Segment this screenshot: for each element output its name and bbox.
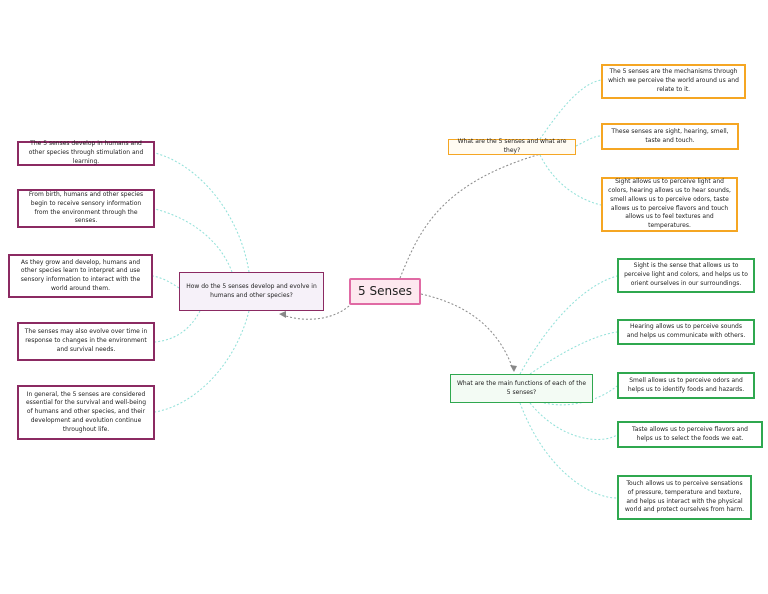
connector-develop-1 bbox=[154, 152, 250, 273]
connector-functions-3 bbox=[539, 385, 618, 406]
subtopic-develop-5[interactable]: In general, the 5 senses are considered … bbox=[17, 385, 155, 440]
subtopic-develop-4[interactable]: The senses may also evolve over time in … bbox=[17, 322, 155, 361]
topic-develop-evolve[interactable]: How do the 5 senses develop and evolve i… bbox=[179, 272, 324, 311]
connector-functions-2 bbox=[529, 331, 618, 375]
subtopic-functions-sight[interactable]: Sight is the sense that allows us to per… bbox=[617, 258, 755, 293]
subtopic-functions-smell[interactable]: Smell allows us to perceive odors and he… bbox=[617, 372, 755, 399]
connector-what-1 bbox=[539, 79, 602, 140]
subtopic-develop-3[interactable]: As they grow and develop, humans and oth… bbox=[8, 254, 153, 298]
connector-functions-4 bbox=[529, 402, 618, 440]
subtopic-functions-hearing[interactable]: Hearing allows us to perceive sounds and… bbox=[617, 319, 755, 345]
connector-central-functions bbox=[420, 293, 515, 373]
topic-what-are-senses[interactable]: What are the 5 senses and what are they? bbox=[448, 138, 576, 155]
connector-what-3 bbox=[539, 154, 602, 206]
arrow-head-develop bbox=[279, 311, 286, 318]
subtopic-develop-1[interactable]: The 5 senses develop in humans and other… bbox=[17, 140, 155, 166]
subtopic-functions-touch[interactable]: Touch allows us to perceive sensations o… bbox=[617, 475, 752, 520]
subtopic-what-1[interactable]: The 5 senses are the mechanisms through … bbox=[601, 64, 746, 99]
arrow-head-functions bbox=[510, 365, 517, 372]
topic-main-functions[interactable]: What are the main functions of each of t… bbox=[450, 374, 593, 403]
connector-develop-5 bbox=[154, 310, 250, 413]
connector-develop-4 bbox=[154, 310, 201, 343]
subtopic-functions-taste[interactable]: Taste allows us to perceive flavors and … bbox=[617, 421, 763, 448]
subtopic-what-3[interactable]: Sight allows us to perceive light and co… bbox=[601, 177, 738, 232]
subtopic-what-2[interactable]: These senses are sight, hearing, smell, … bbox=[601, 123, 739, 150]
connector-functions-5 bbox=[519, 402, 618, 499]
connector-develop-2 bbox=[154, 208, 233, 273]
connector-what-2 bbox=[575, 135, 602, 147]
connector-functions-1 bbox=[519, 275, 618, 375]
connector-central-develop bbox=[279, 305, 350, 320]
connector-develop-3 bbox=[152, 275, 180, 289]
central-topic[interactable]: 5 Senses bbox=[349, 278, 421, 305]
subtopic-develop-2[interactable]: From birth, humans and other species beg… bbox=[17, 189, 155, 228]
